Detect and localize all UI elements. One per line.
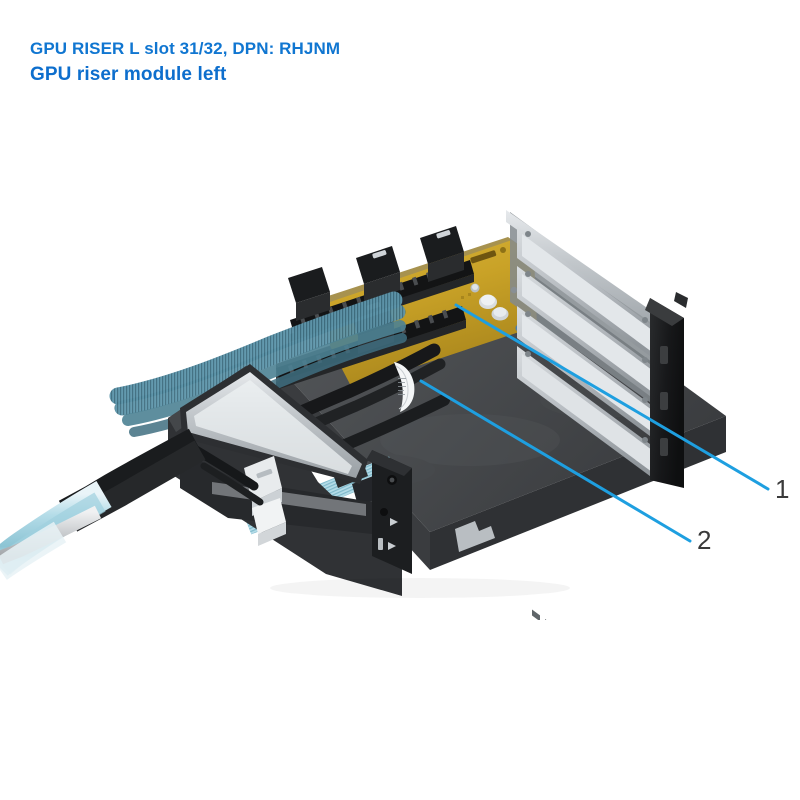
cable-label-tag: [394, 362, 415, 412]
figure-subtitle-part-id: GPU RISER L slot 31/32, DPN: RHJNM: [30, 39, 341, 58]
exiting-cable-bundle: [0, 428, 206, 580]
figure-heading: GPU RISER L slot 31/32, DPN: RHJNM GPU r…: [30, 38, 750, 88]
riser-end-latch: [645, 292, 688, 488]
product-photo: [0, 150, 800, 620]
riser-cage-front-bracket: [168, 364, 412, 596]
figure-title: GPU riser module left: [30, 64, 227, 85]
gpu-riser-module-illustration: [0, 210, 726, 620]
white-cable-connector: [252, 498, 286, 546]
riser-latch-block: [366, 450, 412, 574]
